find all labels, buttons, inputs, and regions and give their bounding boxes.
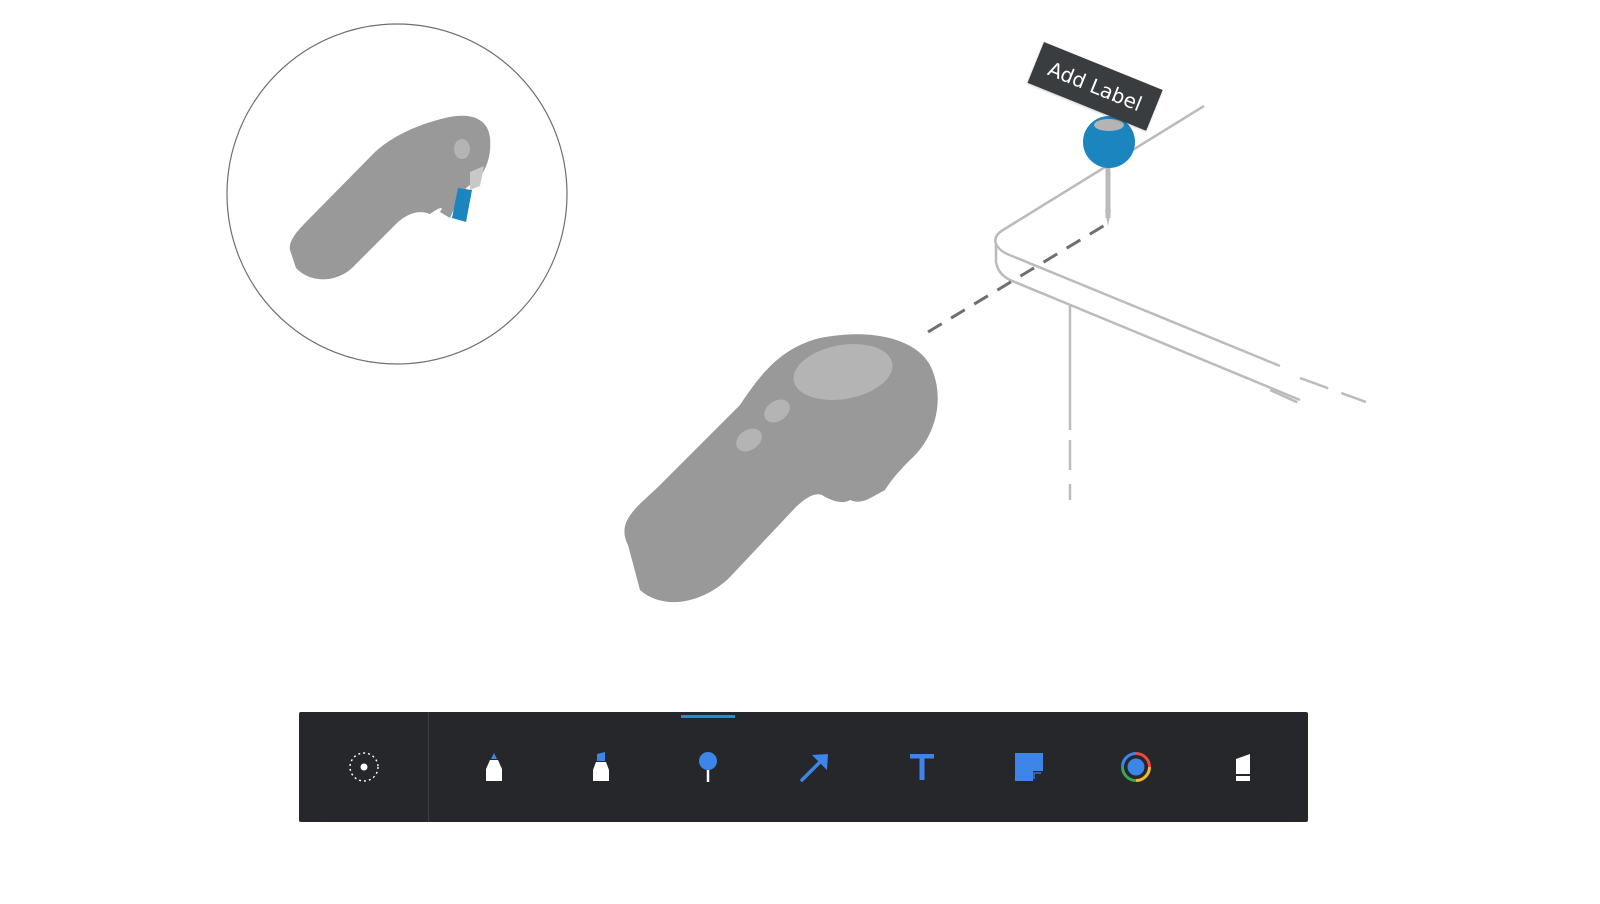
pointer-tool-slot [299,712,429,822]
text-tool-button[interactable] [892,737,952,797]
table-dashes [1068,376,1367,500]
arrow-icon [800,754,829,782]
pin-tool-button[interactable] [678,715,738,797]
pin-icon [699,752,718,782]
active-tool-indicator [681,715,736,718]
marker-icon [486,753,503,781]
pointer-ray [927,220,1111,334]
sticky-note-icon [1014,753,1043,781]
color-ring-icon [1120,752,1151,782]
pointer-tool-button[interactable] [334,737,394,797]
eraser-icon [1235,754,1250,781]
highlighter-icon [593,752,610,781]
table-outline [994,104,1301,430]
dotted-circle-icon [348,752,379,782]
annotation-toolbar [299,712,1308,822]
text-icon [909,754,934,780]
color-tool-button[interactable] [1106,737,1166,797]
vr-controller-icon [624,334,938,603]
sticky-note-tool-button[interactable] [999,737,1059,797]
tool-list [429,712,1308,822]
arrow-tool-button[interactable] [785,737,845,797]
inset-controller-icon [289,115,491,280]
highlighter-tool-button[interactable] [571,737,631,797]
inset-circle [226,23,568,365]
eraser-tool-button[interactable] [1213,737,1273,797]
placed-pin-icon [1083,116,1135,226]
marker-tool-button[interactable] [464,737,524,797]
